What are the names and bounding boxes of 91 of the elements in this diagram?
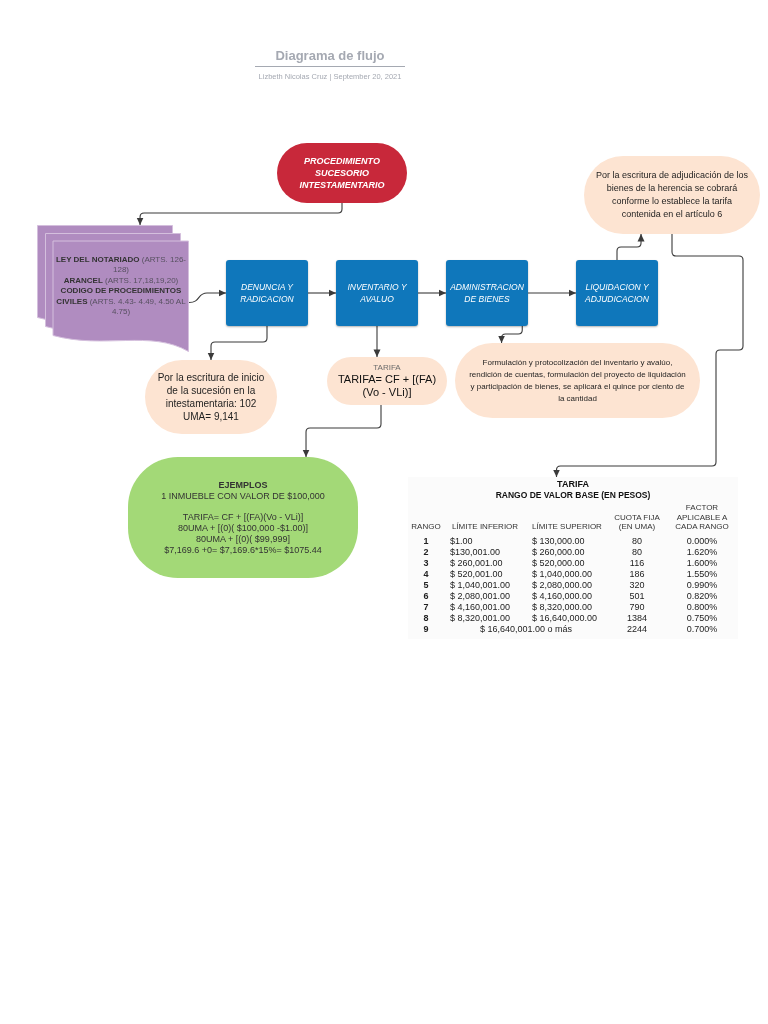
connector-arrow xyxy=(373,325,381,358)
formula-text: 80UMA + [(0)( $99,999] xyxy=(196,533,290,545)
formula-text: 80UMA + [(0)( $100,000 -$1.00)] xyxy=(178,522,308,534)
note-text: Por la escritura de inicio de la sucesión en la intestamentaria: 102 UMA= 9,141 xyxy=(156,371,266,423)
upper-limit-value: $ 1,040,000.00 xyxy=(531,568,594,580)
connector-arrow xyxy=(136,202,343,226)
fixed-fee-value: 790 xyxy=(628,601,646,613)
document-text: LEY DEL NOTARIADO (ARTS. 126-128) xyxy=(55,254,187,276)
rate-value: 0.820% xyxy=(685,590,719,602)
connector-arrow xyxy=(498,325,523,344)
rate-value: 1.600% xyxy=(685,557,719,569)
fixed-fee-value: 320 xyxy=(628,579,646,591)
connector-arrow xyxy=(527,289,577,297)
example-text: 1 INMUEBLE CON VALOR DE $100,000 xyxy=(161,490,325,502)
upper-limit-value: $ 520,000.00 xyxy=(531,557,586,569)
rate-value: 0.000% xyxy=(685,535,719,547)
formula-pill xyxy=(327,357,447,405)
title-heading: Diagrama de flujo xyxy=(255,47,405,67)
process-label: DENUNCIA Y RADICACION xyxy=(239,281,295,305)
upper-limit-value: $ 2,080,000.00 xyxy=(531,579,594,591)
rate-value: 0.990% xyxy=(685,579,719,591)
range-number: 2 xyxy=(422,546,430,558)
fixed-fee-value: 1384 xyxy=(626,612,648,624)
range-number: 7 xyxy=(422,601,430,613)
lower-limit-value: $ 520,001.00 xyxy=(449,568,504,580)
rate-value: 1.550% xyxy=(685,568,719,580)
example-heading: EJEMPLOS xyxy=(218,479,268,491)
connector-arrow xyxy=(302,404,382,458)
example-pill xyxy=(128,457,358,578)
table-title: TARIFA xyxy=(556,479,590,490)
tariff-table xyxy=(408,477,738,639)
column-header: RANGO xyxy=(410,522,442,532)
note-text: Por la escritura de adjudicación de los bienes de la herencia se cobrará conforme lo establece la tarifa contenida en el artículo 6 xyxy=(594,169,750,221)
range-number: 4 xyxy=(422,568,430,580)
column-header: LÍMITE SUPERIOR xyxy=(531,522,603,532)
upper-limit-value: $ 4,160,000.00 xyxy=(531,590,594,602)
range-number: 5 xyxy=(422,579,430,591)
upper-limit-value: $ 130,000.00 xyxy=(531,535,586,547)
lower-limit-value: $130,001.00 xyxy=(449,546,502,558)
formula-caption: TARIFA xyxy=(373,363,401,373)
upper-limit-value: $ 16,640,000.00 xyxy=(531,612,599,624)
fixed-fee-value: 80 xyxy=(631,546,643,558)
note-text: Formulación y protocolización del inventario y avalúo, rendición de cuentas, formulación del proyecto de liquidación y participación de bienes, se aplicará el quince por ciento de la cantidad xyxy=(468,356,687,405)
process-label: ADMINISTRACION DE BIENES xyxy=(449,281,525,305)
start-terminal xyxy=(277,143,407,203)
rate-value: 1.620% xyxy=(685,546,719,558)
fixed-fee-value: 2244 xyxy=(626,623,648,635)
fixed-fee-value: 186 xyxy=(628,568,646,580)
range-number: 6 xyxy=(422,590,430,602)
column-header: FACTOR APLICABLE A CADA RANGO xyxy=(674,503,730,532)
rate-value: 0.800% xyxy=(685,601,719,613)
process-label: LIQUIDACION Y ADJUDICACION xyxy=(584,281,650,305)
column-header: LÍMITE INFERIOR xyxy=(450,522,520,532)
lower-limit-value: $ 260,001.00 xyxy=(449,557,504,569)
terminal-label: PROCEDIMIENTO SUCESORIO INTESTAMENTARIO xyxy=(298,155,386,191)
lower-limit-value: $ 4,160,001.00 xyxy=(449,601,512,613)
upper-limit-value: $ 260,000.00 xyxy=(531,546,586,558)
rate-value: 0.700% xyxy=(685,623,719,635)
process-box xyxy=(336,260,418,326)
process-box xyxy=(226,260,308,326)
formula-text: $7,169.6 +0= $7,169.6*15%= $1075.44 xyxy=(164,544,322,556)
range-number: 3 xyxy=(422,557,430,569)
rate-value: 0.750% xyxy=(685,612,719,624)
multi-document-shape xyxy=(37,225,189,352)
fixed-fee-value: 80 xyxy=(631,535,643,547)
connector-arrow xyxy=(207,325,268,361)
lower-limit-value: $ 1,040,001.00 xyxy=(449,579,512,591)
document-text: ARANCEL (ARTS. 17,18,19,20) xyxy=(63,275,179,286)
column-header: CUOTA FIJA (EN UMA) xyxy=(613,512,661,532)
range-number: 9 xyxy=(422,623,430,635)
process-box xyxy=(576,260,658,326)
fixed-fee-value: 501 xyxy=(628,590,646,602)
connector-arrow xyxy=(417,289,447,297)
process-box xyxy=(446,260,528,326)
range-number: 1 xyxy=(422,535,430,547)
formula-text: TARIFA= CF + [(FA)(Vo - VLi)] xyxy=(182,511,304,523)
range-number: 8 xyxy=(422,612,430,624)
document-text: CODIGO DE PROCEDIMIENTOS CIVILES (ARTS. 4.43- 4.49, 4.50 AL 4.75) xyxy=(55,286,187,318)
connector-arrow xyxy=(553,233,744,478)
lower-limit-value: $1.00 xyxy=(449,535,474,547)
upper-limit-value: $ 8,320,000.00 xyxy=(531,601,594,613)
table-subtitle: RANGO DE VALOR BASE (EN PESOS) xyxy=(494,490,652,501)
formula-text: TARIFA= CF + [(FA)(Vo - VLi)] xyxy=(336,373,438,399)
fixed-fee-value: 116 xyxy=(628,557,646,569)
lower-limit-value: $ 8,320,001.00 xyxy=(449,612,512,624)
value-range-text: $ 16,640,001.00 o más xyxy=(478,623,574,635)
process-label: INVENTARIO Y AVALUO xyxy=(346,281,408,305)
connector-arrow xyxy=(616,233,645,261)
lower-limit-value: $ 2,080,001.00 xyxy=(449,590,512,602)
connector-arrow xyxy=(188,289,227,304)
connector-arrow xyxy=(307,289,337,297)
